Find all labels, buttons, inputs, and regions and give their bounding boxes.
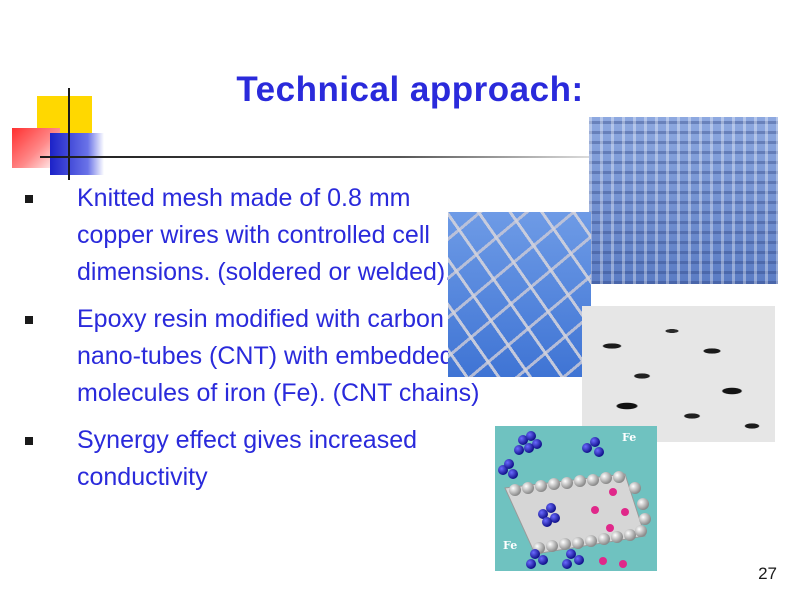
bullet-square-icon (25, 195, 33, 203)
slide-title: Technical approach: (236, 70, 584, 109)
bullet-square-icon (25, 316, 33, 324)
bullet-text: Epoxy resin modified with carbon nano-tu… (77, 305, 480, 407)
carbon-nanotube-micrograph (582, 306, 775, 442)
bullet-item: Synergy effect gives increased conductiv… (0, 422, 480, 496)
iron-label-bottom: Fe (503, 539, 518, 552)
bullet-square-icon (25, 437, 33, 445)
decorative-vertical-line (68, 88, 70, 180)
bullet-list: Knitted mesh made of 0.8 mm copper wires… (0, 180, 480, 506)
fine-mesh-photo (589, 117, 778, 284)
decorative-blue-square (50, 133, 104, 175)
nanotube-illustration-graphic (498, 431, 651, 569)
bullet-text: Knitted mesh made of 0.8 mm copper wires… (77, 184, 453, 286)
nanotube-iron-molecule-illustration: Fe Fe (495, 426, 657, 571)
bullet-item: Epoxy resin modified with carbon nano-tu… (0, 301, 480, 412)
copper-wire-mesh-photo (448, 212, 591, 377)
slide-page-number: 27 (758, 564, 777, 583)
bullet-item: Knitted mesh made of 0.8 mm copper wires… (0, 180, 480, 291)
title-underline-divider (40, 156, 640, 158)
bullet-text: Synergy effect gives increased conductiv… (77, 426, 418, 491)
iron-label-top: Fe (622, 431, 637, 444)
